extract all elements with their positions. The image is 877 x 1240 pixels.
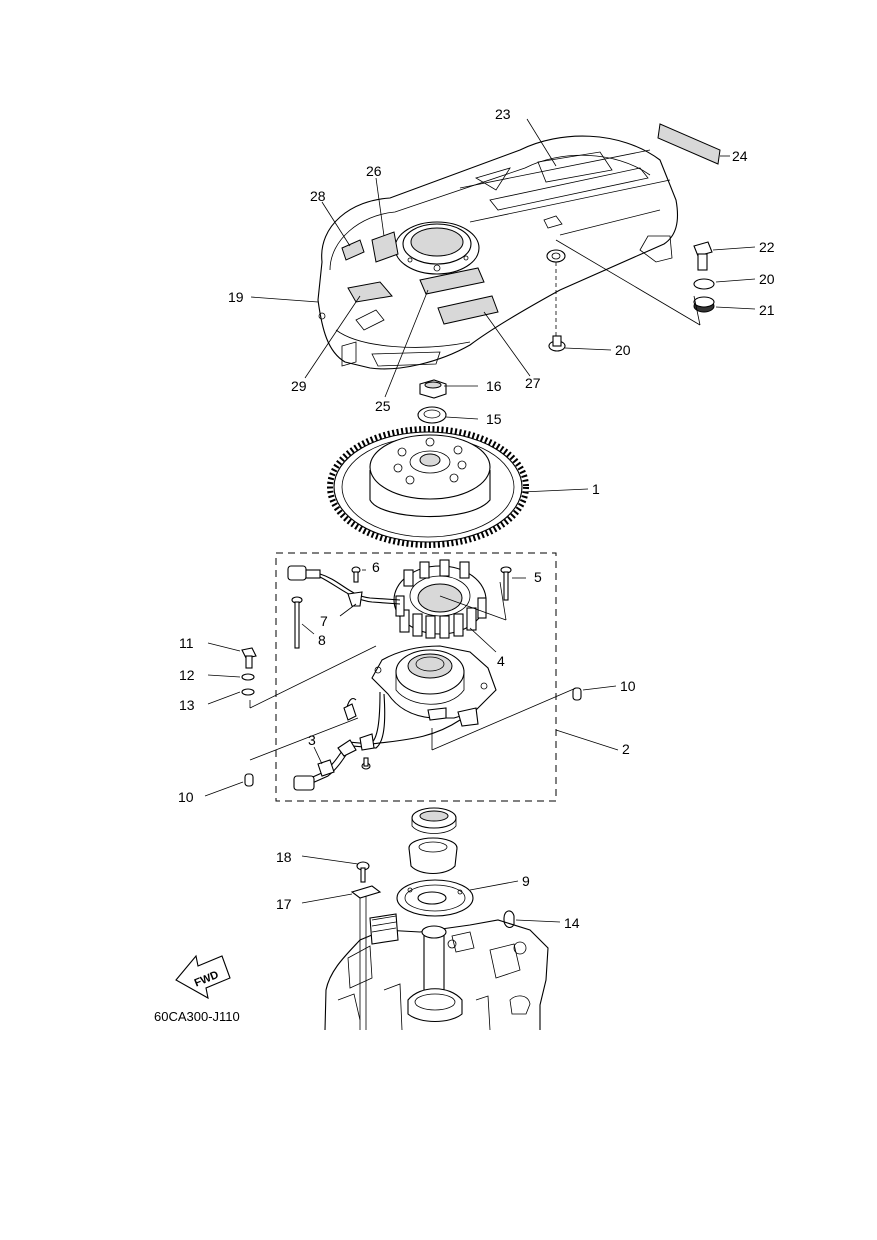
callout-27: 27 xyxy=(525,375,541,391)
dowel-pin-10-left xyxy=(244,773,254,787)
callout-19: 19 xyxy=(228,289,244,305)
screw-5 xyxy=(500,566,512,601)
wire-harness xyxy=(293,691,461,791)
pulser-coil-base xyxy=(371,645,497,727)
bolt-22 xyxy=(693,241,713,271)
callout-13: 13 xyxy=(179,697,195,713)
bearing-nut xyxy=(411,807,457,834)
clip-17 xyxy=(350,885,382,1030)
callout-3: 3 xyxy=(308,732,316,748)
callout-15: 15 xyxy=(486,411,502,427)
callout-10-left: 10 xyxy=(178,789,194,805)
callout-28: 28 xyxy=(310,188,326,204)
callout-20-lower: 20 xyxy=(615,342,631,358)
callout-20-upper: 20 xyxy=(759,271,775,287)
grommet-21 xyxy=(693,296,715,313)
callout-25: 25 xyxy=(375,398,391,414)
flywheel xyxy=(327,426,529,548)
diagram-code: 60CA300-J110 xyxy=(154,1009,240,1024)
guide-line-a xyxy=(249,645,377,709)
callout-23: 23 xyxy=(495,106,511,122)
screw-8 xyxy=(291,596,303,649)
guide-line-c xyxy=(431,687,577,751)
stator-lead xyxy=(287,565,401,607)
callout-12: 12 xyxy=(179,667,195,683)
callout-11: 11 xyxy=(179,635,194,651)
callout-21: 21 xyxy=(759,302,775,318)
plate-9 xyxy=(396,879,474,917)
callout-22: 22 xyxy=(759,239,775,255)
crankcase xyxy=(324,913,549,1031)
callout-2: 2 xyxy=(622,741,630,757)
bushing xyxy=(408,837,458,875)
washer-15 xyxy=(417,406,447,424)
collar-20-lower xyxy=(548,335,566,352)
callout-29: 29 xyxy=(291,378,307,394)
callout-18: 18 xyxy=(276,849,292,865)
stator xyxy=(393,559,487,639)
callout-26: 26 xyxy=(366,163,382,179)
fwd-arrow-icon: FWD xyxy=(175,954,231,1000)
decal-24 xyxy=(657,123,721,165)
callout-8: 8 xyxy=(318,632,326,648)
washer-20-upper xyxy=(693,278,715,290)
callout-17: 17 xyxy=(276,896,292,912)
callout-24: 24 xyxy=(732,148,748,164)
guide-line-b xyxy=(249,717,359,761)
nut-16 xyxy=(419,379,447,399)
dowel-pin-10-right xyxy=(572,687,582,701)
key-14 xyxy=(503,910,515,929)
callout-9: 9 xyxy=(522,873,530,889)
callout-5: 5 xyxy=(534,569,542,585)
bolt-11 xyxy=(241,647,257,669)
callout-4: 4 xyxy=(497,653,505,669)
callout-1: 1 xyxy=(592,481,600,497)
screw-18 xyxy=(356,861,370,883)
callout-7: 7 xyxy=(320,613,328,629)
washer-12 xyxy=(241,673,255,681)
flywheel-cover xyxy=(317,135,679,370)
callout-14: 14 xyxy=(564,915,580,931)
screw-6 xyxy=(351,566,361,583)
callout-labels: 23 24 26 28 19 29 25 27 22 20 21 20 16 1… xyxy=(154,106,775,1024)
washer-13 xyxy=(241,688,255,696)
callout-10-right: 10 xyxy=(620,678,636,694)
callout-16: 16 xyxy=(486,378,502,394)
leader-lines xyxy=(204,118,756,923)
callout-6: 6 xyxy=(372,559,380,575)
